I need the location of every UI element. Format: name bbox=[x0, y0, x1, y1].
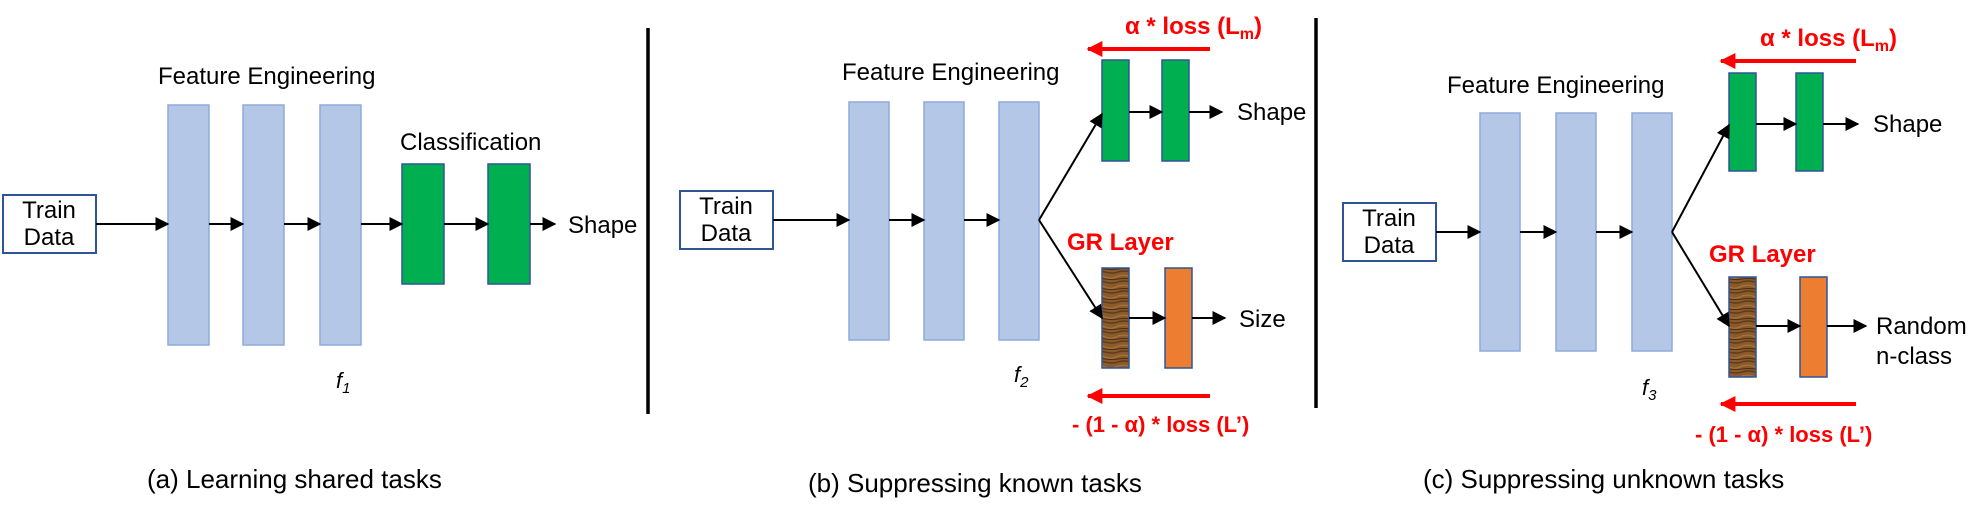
train-data-label-line2: Data bbox=[24, 224, 75, 251]
arrow-fe3-to-gr-layer bbox=[1671, 231, 1730, 328]
shape-head-layer-2 bbox=[1161, 59, 1190, 162]
feature-layer-3 bbox=[1631, 112, 1673, 352]
feature-engineering-label: Feature Engineering bbox=[1447, 72, 1664, 99]
caption-b: (b) Suppressing known tasks bbox=[808, 468, 1142, 498]
feature-layer-2 bbox=[242, 104, 285, 346]
gradient-reversal-layer bbox=[1101, 267, 1130, 369]
gr-layer-label: GR Layer bbox=[1709, 241, 1816, 268]
size-output-label: Size bbox=[1239, 306, 1286, 333]
train-data-label-line1: Train bbox=[1362, 205, 1416, 232]
feature-layer-1 bbox=[1479, 112, 1521, 352]
panel-b: Train Data Feature Engineering α * loss … bbox=[679, 13, 1306, 498]
top-loss-label: α * loss (Lm) bbox=[1125, 13, 1262, 43]
panel-a: Train Data Feature Engineering Classific… bbox=[2, 63, 637, 494]
random-output-label-line2: n-class bbox=[1876, 343, 1952, 370]
arrow-fe3-to-shape-head bbox=[1671, 123, 1730, 233]
feature-layer-2 bbox=[923, 101, 965, 341]
size-head-layer bbox=[1164, 267, 1193, 369]
caption-c: (c) Suppressing unknown tasks bbox=[1423, 464, 1784, 494]
gradient-reversal-layer bbox=[1728, 276, 1757, 378]
arrow-fe3-to-gr-layer bbox=[1038, 219, 1103, 320]
feature-layer-1 bbox=[167, 104, 210, 346]
feature-layer-1 bbox=[848, 101, 890, 341]
classifier-layer-2 bbox=[487, 163, 531, 285]
classifier-layer-1 bbox=[401, 163, 445, 285]
train-data-label-line1: Train bbox=[699, 193, 753, 220]
shape-head-layer-1 bbox=[1101, 59, 1130, 162]
arrow-fe3-to-shape-head bbox=[1038, 112, 1103, 221]
function-label-f2: f2 bbox=[1014, 362, 1029, 391]
feature-engineering-label: Feature Engineering bbox=[842, 59, 1059, 86]
feature-layer-2 bbox=[1555, 112, 1597, 352]
bottom-loss-label: - (1 - α) * loss (L’) bbox=[1695, 422, 1872, 447]
train-data-box bbox=[679, 190, 774, 250]
feature-layer-3 bbox=[998, 101, 1040, 341]
shape-output-label: Shape bbox=[1237, 99, 1306, 126]
feature-engineering-label: Feature Engineering bbox=[158, 63, 375, 90]
shape-output-label: Shape bbox=[568, 212, 637, 239]
train-data-label-line2: Data bbox=[701, 220, 752, 247]
function-label-f3: f3 bbox=[1642, 375, 1657, 404]
gr-layer-label: GR Layer bbox=[1067, 229, 1174, 256]
panel-c: Train Data Feature Engineering α * loss … bbox=[1342, 25, 1967, 494]
shape-head-layer-2 bbox=[1795, 72, 1824, 172]
bottom-loss-label: - (1 - α) * loss (L’) bbox=[1072, 412, 1249, 437]
feature-layer-3 bbox=[319, 104, 362, 346]
train-data-box bbox=[2, 194, 97, 254]
caption-a: (a) Learning shared tasks bbox=[147, 464, 442, 494]
shape-head-layer-1 bbox=[1728, 72, 1757, 172]
top-loss-label: α * loss (Lm) bbox=[1760, 25, 1897, 55]
function-label-f1: f1 bbox=[336, 368, 350, 397]
random-class-head-layer bbox=[1799, 276, 1828, 378]
train-data-label-line1: Train bbox=[22, 197, 76, 224]
train-data-label-line2: Data bbox=[1364, 232, 1415, 259]
classification-label: Classification bbox=[400, 129, 541, 156]
shape-output-label: Shape bbox=[1873, 111, 1942, 138]
random-output-label-line1: Random bbox=[1876, 313, 1967, 340]
